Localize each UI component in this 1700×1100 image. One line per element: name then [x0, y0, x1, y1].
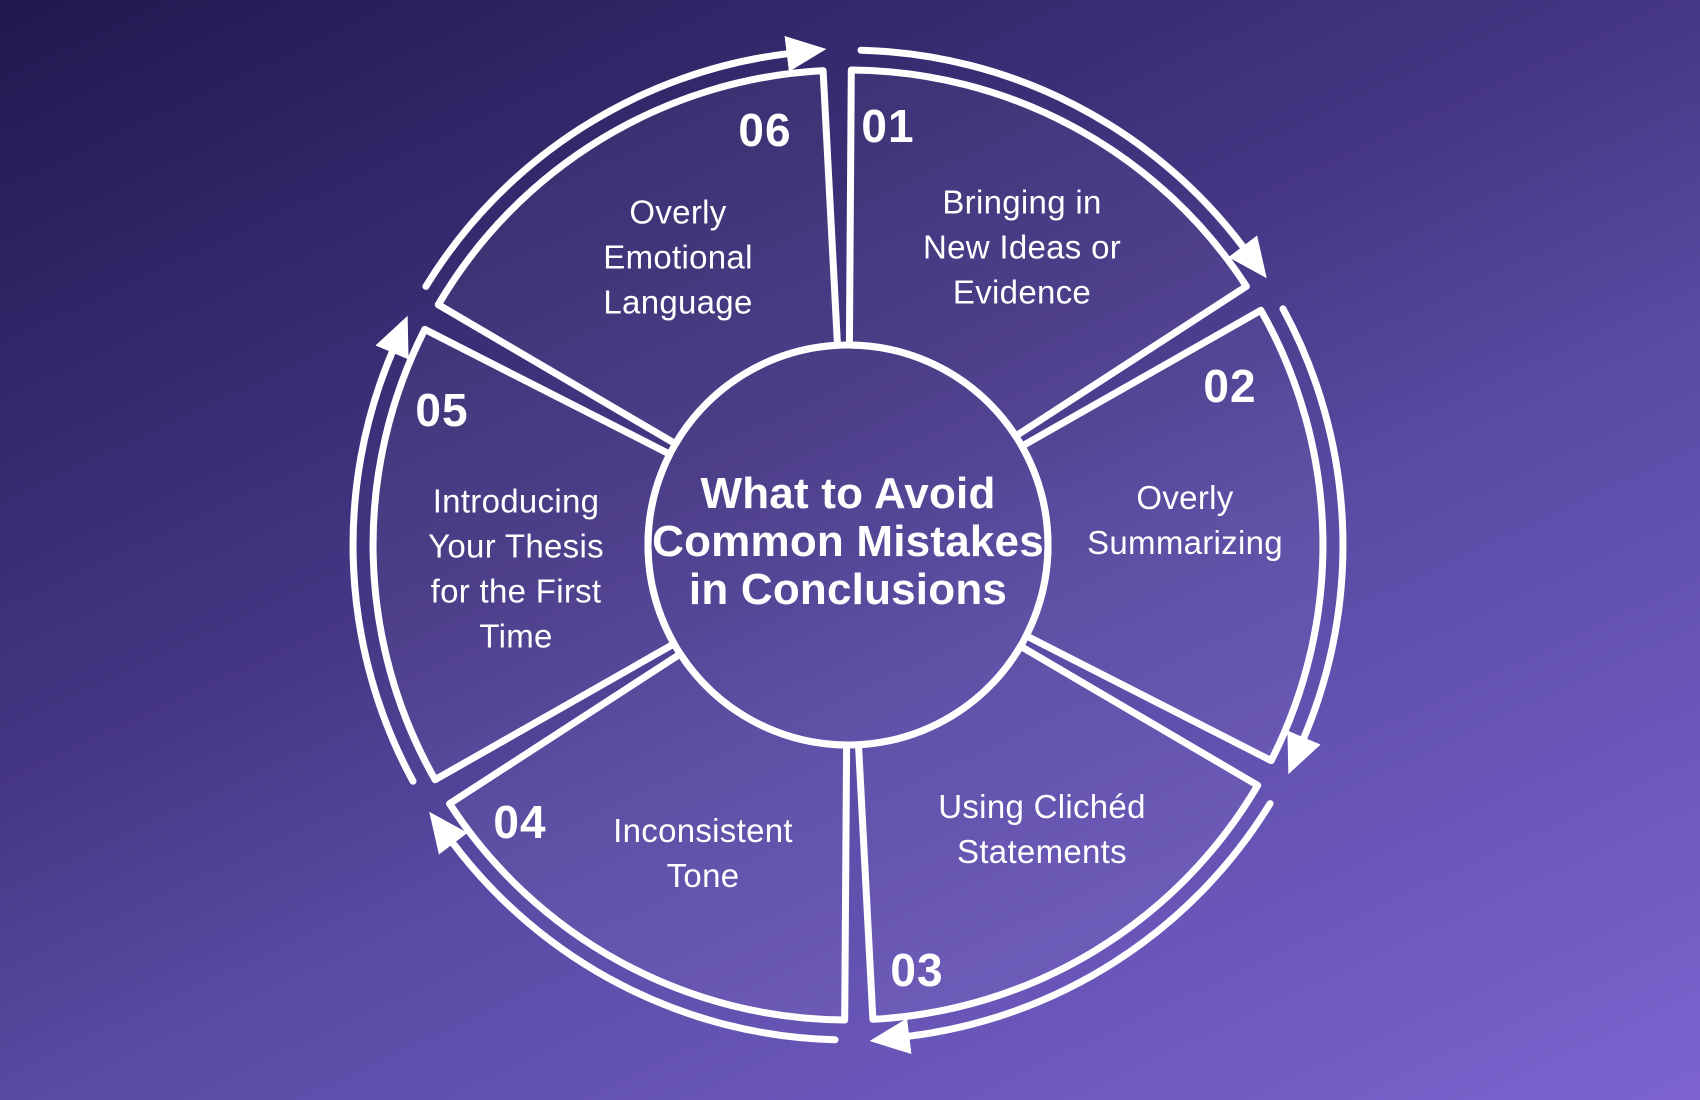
- segment-04-arrow: [429, 811, 839, 1044]
- segment-03-label: Using Clichéd Statements: [938, 788, 1146, 870]
- diagram-title: What to Avoid Common Mistakes in Conclus…: [652, 469, 1044, 614]
- segment-02-arrow: [1279, 305, 1347, 775]
- segment-05-label: Introducing Your Thesis for the First Ti…: [428, 482, 604, 654]
- segment-02-number: 02: [1203, 360, 1257, 412]
- segment-01-arrow: [857, 46, 1267, 279]
- center-circle: [644, 341, 1052, 749]
- segment-06-arrow: [422, 35, 827, 290]
- segment-04-number: 04: [493, 796, 547, 848]
- segment-01-label: Bringing in New Ideas or Evidence: [922, 183, 1122, 311]
- segment-06-label: Overly Emotional Language: [603, 193, 753, 321]
- segment-04-label: Inconsistent Tone: [613, 812, 793, 894]
- segment-03-arrow: [869, 800, 1274, 1055]
- segment-06-number: 06: [738, 104, 792, 156]
- segment-02-label: Overly Summarizing: [1087, 479, 1283, 561]
- segment-05-number: 05: [415, 384, 469, 436]
- segment-01-number: 01: [861, 100, 915, 152]
- segment-05-arrow: [349, 315, 417, 785]
- segment-03-number: 03: [890, 944, 944, 996]
